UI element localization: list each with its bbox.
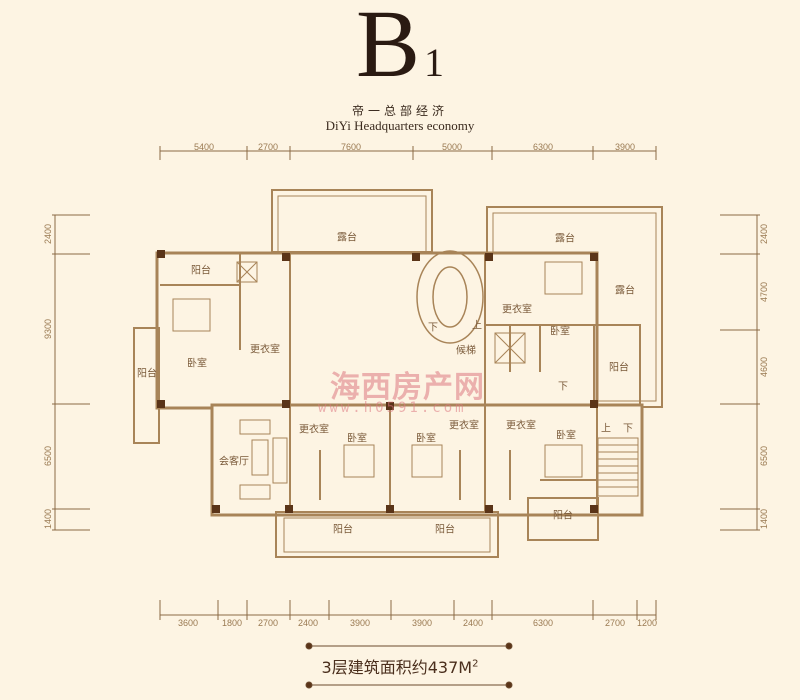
label-stair2-down: 下 [623, 423, 633, 435]
dim-label: 3600 [177, 618, 199, 628]
dim-label: 3900 [349, 618, 371, 628]
room-terrace-right: 露台 [615, 285, 635, 297]
title-main: B [355, 0, 421, 97]
label-stair-down: 下 [428, 322, 438, 334]
room-closet-left: 更衣室 [250, 344, 280, 356]
room-reception: 会客厅 [219, 456, 249, 468]
room-bedroom-right-top: 卧室 [550, 326, 570, 338]
room-bedroom-mid1: 卧室 [347, 433, 367, 445]
dim-label: 7600 [340, 142, 362, 152]
label-stair2-up: 上 [601, 423, 611, 435]
label-stair-up: 上 [472, 320, 482, 332]
spiral-staircase [416, 250, 484, 344]
dim-label: 5400 [193, 142, 215, 152]
area-decoration [305, 642, 513, 689]
dim-label: 2700 [604, 618, 626, 628]
title-sub: 1 [424, 40, 445, 85]
area-sup: 2 [472, 658, 479, 670]
bed-icon [411, 444, 443, 478]
room-elevator-lobby: 候梯 [456, 345, 476, 357]
room-bedroom-mid2: 卧室 [416, 433, 436, 445]
room-closet-mid2: 更衣室 [449, 420, 479, 432]
dim-label: 4600 [759, 356, 769, 378]
room-bedroom-left: 卧室 [187, 358, 207, 370]
dim-label: 4700 [759, 281, 769, 303]
sofa-icon [239, 419, 271, 435]
bed-icon [343, 444, 375, 478]
dim-label: 3900 [614, 142, 636, 152]
dim-label: 6500 [43, 445, 53, 467]
dim-label: 6500 [759, 445, 769, 467]
sofa-icon [239, 484, 271, 500]
room-terrace-right-top: 露台 [555, 233, 575, 245]
dim-label: 2400 [43, 223, 53, 245]
room-closet-right-top: 更衣室 [502, 304, 532, 316]
dim-label: 1400 [759, 508, 769, 530]
watermark-name: 海西房产网 [330, 370, 485, 405]
straight-staircase [597, 437, 639, 497]
subtitle-cn: 帝一总部经济 [351, 104, 448, 118]
room-balcony-bottom2: 阳台 [435, 524, 455, 536]
dim-label: 2700 [257, 142, 279, 152]
dim-label: 2400 [297, 618, 319, 628]
dim-label: 6300 [532, 142, 554, 152]
coffee-table-icon [251, 439, 269, 476]
walls [133, 189, 663, 558]
room-closet-mid1: 更衣室 [299, 424, 329, 436]
dim-label: 3900 [411, 618, 433, 628]
dimension-lines [52, 146, 760, 620]
label-down-right: 下 [558, 381, 568, 393]
elevator-icon [236, 261, 526, 364]
dim-label: 6300 [532, 618, 554, 628]
room-balcony-bottom3: 阳台 [553, 510, 573, 522]
room-balcony-bottom1: 阳台 [333, 524, 353, 536]
room-closet-mid3: 更衣室 [506, 420, 536, 432]
sofa-icon [272, 437, 288, 484]
bed-icon [544, 444, 583, 478]
subtitle-en: DiYi Headquarters economy [325, 118, 475, 133]
room-terrace-top: 露台 [337, 232, 357, 244]
dim-label: 2400 [759, 223, 769, 245]
watermark-url: www.h0591.com [318, 400, 467, 416]
room-balcony-left: 阳台 [137, 368, 157, 380]
pillars [157, 250, 598, 513]
room-balcony-right: 阳台 [609, 362, 629, 374]
furniture [172, 261, 583, 500]
floor-area: 3层建筑面积约437M2 [0, 654, 800, 678]
bed-icon [172, 298, 211, 332]
dim-label: 2700 [257, 618, 279, 628]
area-text: 3层建筑面积约437M [321, 658, 473, 677]
room-balcony-left-top: 阳台 [191, 265, 211, 277]
dim-label: 5000 [441, 142, 463, 152]
bed-icon [544, 261, 583, 295]
dim-label: 1400 [43, 508, 53, 530]
room-bedroom-right: 卧室 [556, 430, 576, 442]
dim-label: 9300 [43, 318, 53, 340]
dim-label: 1200 [636, 618, 658, 628]
dim-label: 1800 [221, 618, 243, 628]
dim-label: 2400 [462, 618, 484, 628]
